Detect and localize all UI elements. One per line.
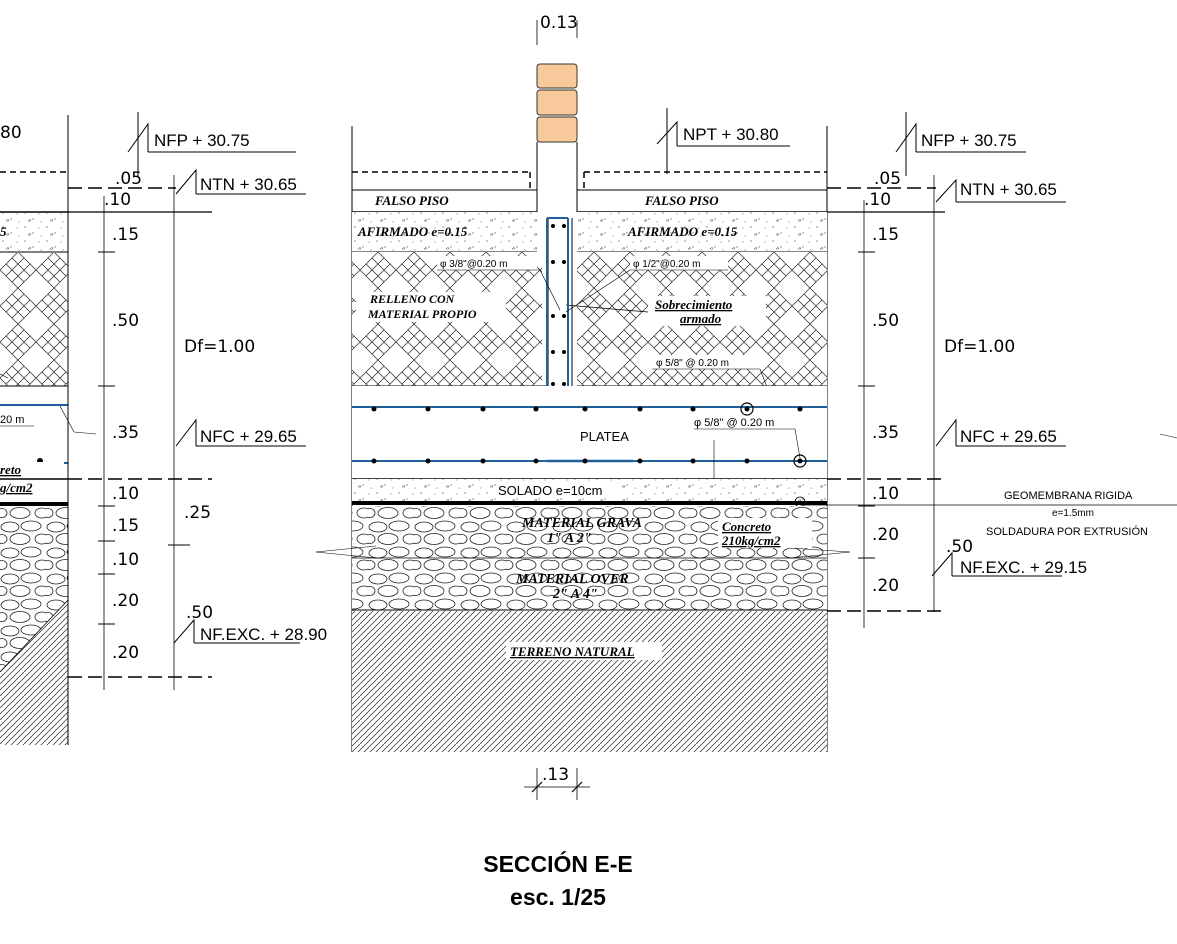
dim-05-left: .05 <box>115 169 142 189</box>
rebar-58-top-label: φ 5/8" @ 0.20 m <box>656 358 729 369</box>
brick-wall-icon <box>536 63 578 212</box>
dim-20b-right: .20 <box>872 576 899 596</box>
dim-05-right: .05 <box>874 169 901 189</box>
afirmado-left-label: AFIRMADO e=0.15 <box>357 224 468 239</box>
falso-piso-right-label: FALSO PISO <box>644 193 719 208</box>
relleno-label-1: RELLENO CON <box>369 292 456 306</box>
dim-10b-left: .10 <box>112 484 139 504</box>
rebar-38-label: φ 3/8"@0.20 m <box>440 259 507 270</box>
platea-rebar-dots <box>371 406 803 464</box>
geomembrana-line2: e=1.5mm <box>1052 508 1094 519</box>
geomembrana-line1: GEOMEMBRANA RIGIDA <box>1004 490 1133 502</box>
ntn-right-label: NTN + 30.65 <box>960 180 1057 199</box>
ntn-left-label: NTN + 30.65 <box>200 175 297 194</box>
dim-10-right: .10 <box>864 190 891 210</box>
rebar-partial-label: 20 m <box>0 414 24 426</box>
dim-10-left: .10 <box>104 190 131 210</box>
dim-10c-left: .10 <box>112 550 139 570</box>
dim-20-left: .20 <box>112 591 139 611</box>
dim-25-left: .25 <box>184 503 211 523</box>
concreto-partial-2: g/cm2 <box>0 480 33 495</box>
dim-50b-right: .50 <box>946 537 973 557</box>
sobrecimiento-label-2: armado <box>680 311 722 326</box>
df-left-label: Df=1.00 <box>184 337 255 357</box>
dim-15b-left: .15 <box>112 516 139 536</box>
concreto-label-1: Concreto <box>722 519 772 534</box>
afirmado-right-label: AFIRMADO e=0.15 <box>627 224 738 239</box>
afirmado-partial-label: 5 <box>0 224 7 239</box>
falso-piso-left-label: FALSO PISO <box>374 193 449 208</box>
wall-width-bottom-label: .13 <box>542 765 569 785</box>
dim-20b-left: .20 <box>112 643 139 663</box>
dim-20-right: .20 <box>872 525 899 545</box>
platea-label: PLATEA <box>580 429 629 444</box>
relleno-label-2: MATERIAL PROPIO <box>367 307 477 321</box>
dim-50-left: .50 <box>112 311 139 331</box>
dim-15-right: .15 <box>872 225 899 245</box>
nfp-left-label: NFP + 30.75 <box>154 131 250 150</box>
rebar-12-label: φ 1/2"@0.20 m <box>633 259 700 270</box>
nfp-right-label: NFP + 30.75 <box>921 131 1017 150</box>
concreto-partial-1: reto <box>0 462 21 477</box>
dim-50-right: .50 <box>872 311 899 331</box>
grava-label-1: MATERIAL GRAVA <box>521 516 642 531</box>
nfc-right-label: NFC + 29.65 <box>960 427 1057 446</box>
solado-label: SOLADO e=10cm <box>498 483 602 498</box>
nfc-left-label: NFC + 29.65 <box>200 427 297 446</box>
npt-partial-label: 80 <box>0 123 22 143</box>
dim-35-left: .35 <box>112 423 139 443</box>
dim-35-right: .35 <box>872 423 899 443</box>
drawing-scale: esc. 1/25 <box>510 884 606 910</box>
df-right-label: Df=1.00 <box>944 337 1015 357</box>
over-label-2: 2" A 4" <box>552 587 598 602</box>
over-label-1: MATERIAL OVER <box>515 572 629 587</box>
npt-level-label: NPT + 30.80 <box>683 125 779 144</box>
drawing-title: SECCIÓN E-E <box>483 850 633 877</box>
sobrecimiento-label-1: Sobrecimiento <box>655 297 733 312</box>
geomembrana-line3: SOLDADURA POR EXTRUSIÓN <box>986 525 1148 538</box>
concreto-label-2: 210kg/cm2 <box>721 533 781 548</box>
nfexc-left-label: NF.EXC. + 28.90 <box>200 625 327 644</box>
wall-width-top-label: 0.13 <box>540 13 578 33</box>
dim-15-left: .15 <box>112 225 139 245</box>
dim-50-left-exc: .50 <box>186 603 213 623</box>
rebar-58-bottom-label: φ 5/8" @ 0.20 m <box>694 417 774 429</box>
terreno-label: TERRENO NATURAL <box>510 644 635 659</box>
grava-label-2: 1" A 2" <box>547 531 592 546</box>
dim-10b-right: .10 <box>872 484 899 504</box>
nfexc-right-label: NF.EXC. + 29.15 <box>960 558 1087 577</box>
